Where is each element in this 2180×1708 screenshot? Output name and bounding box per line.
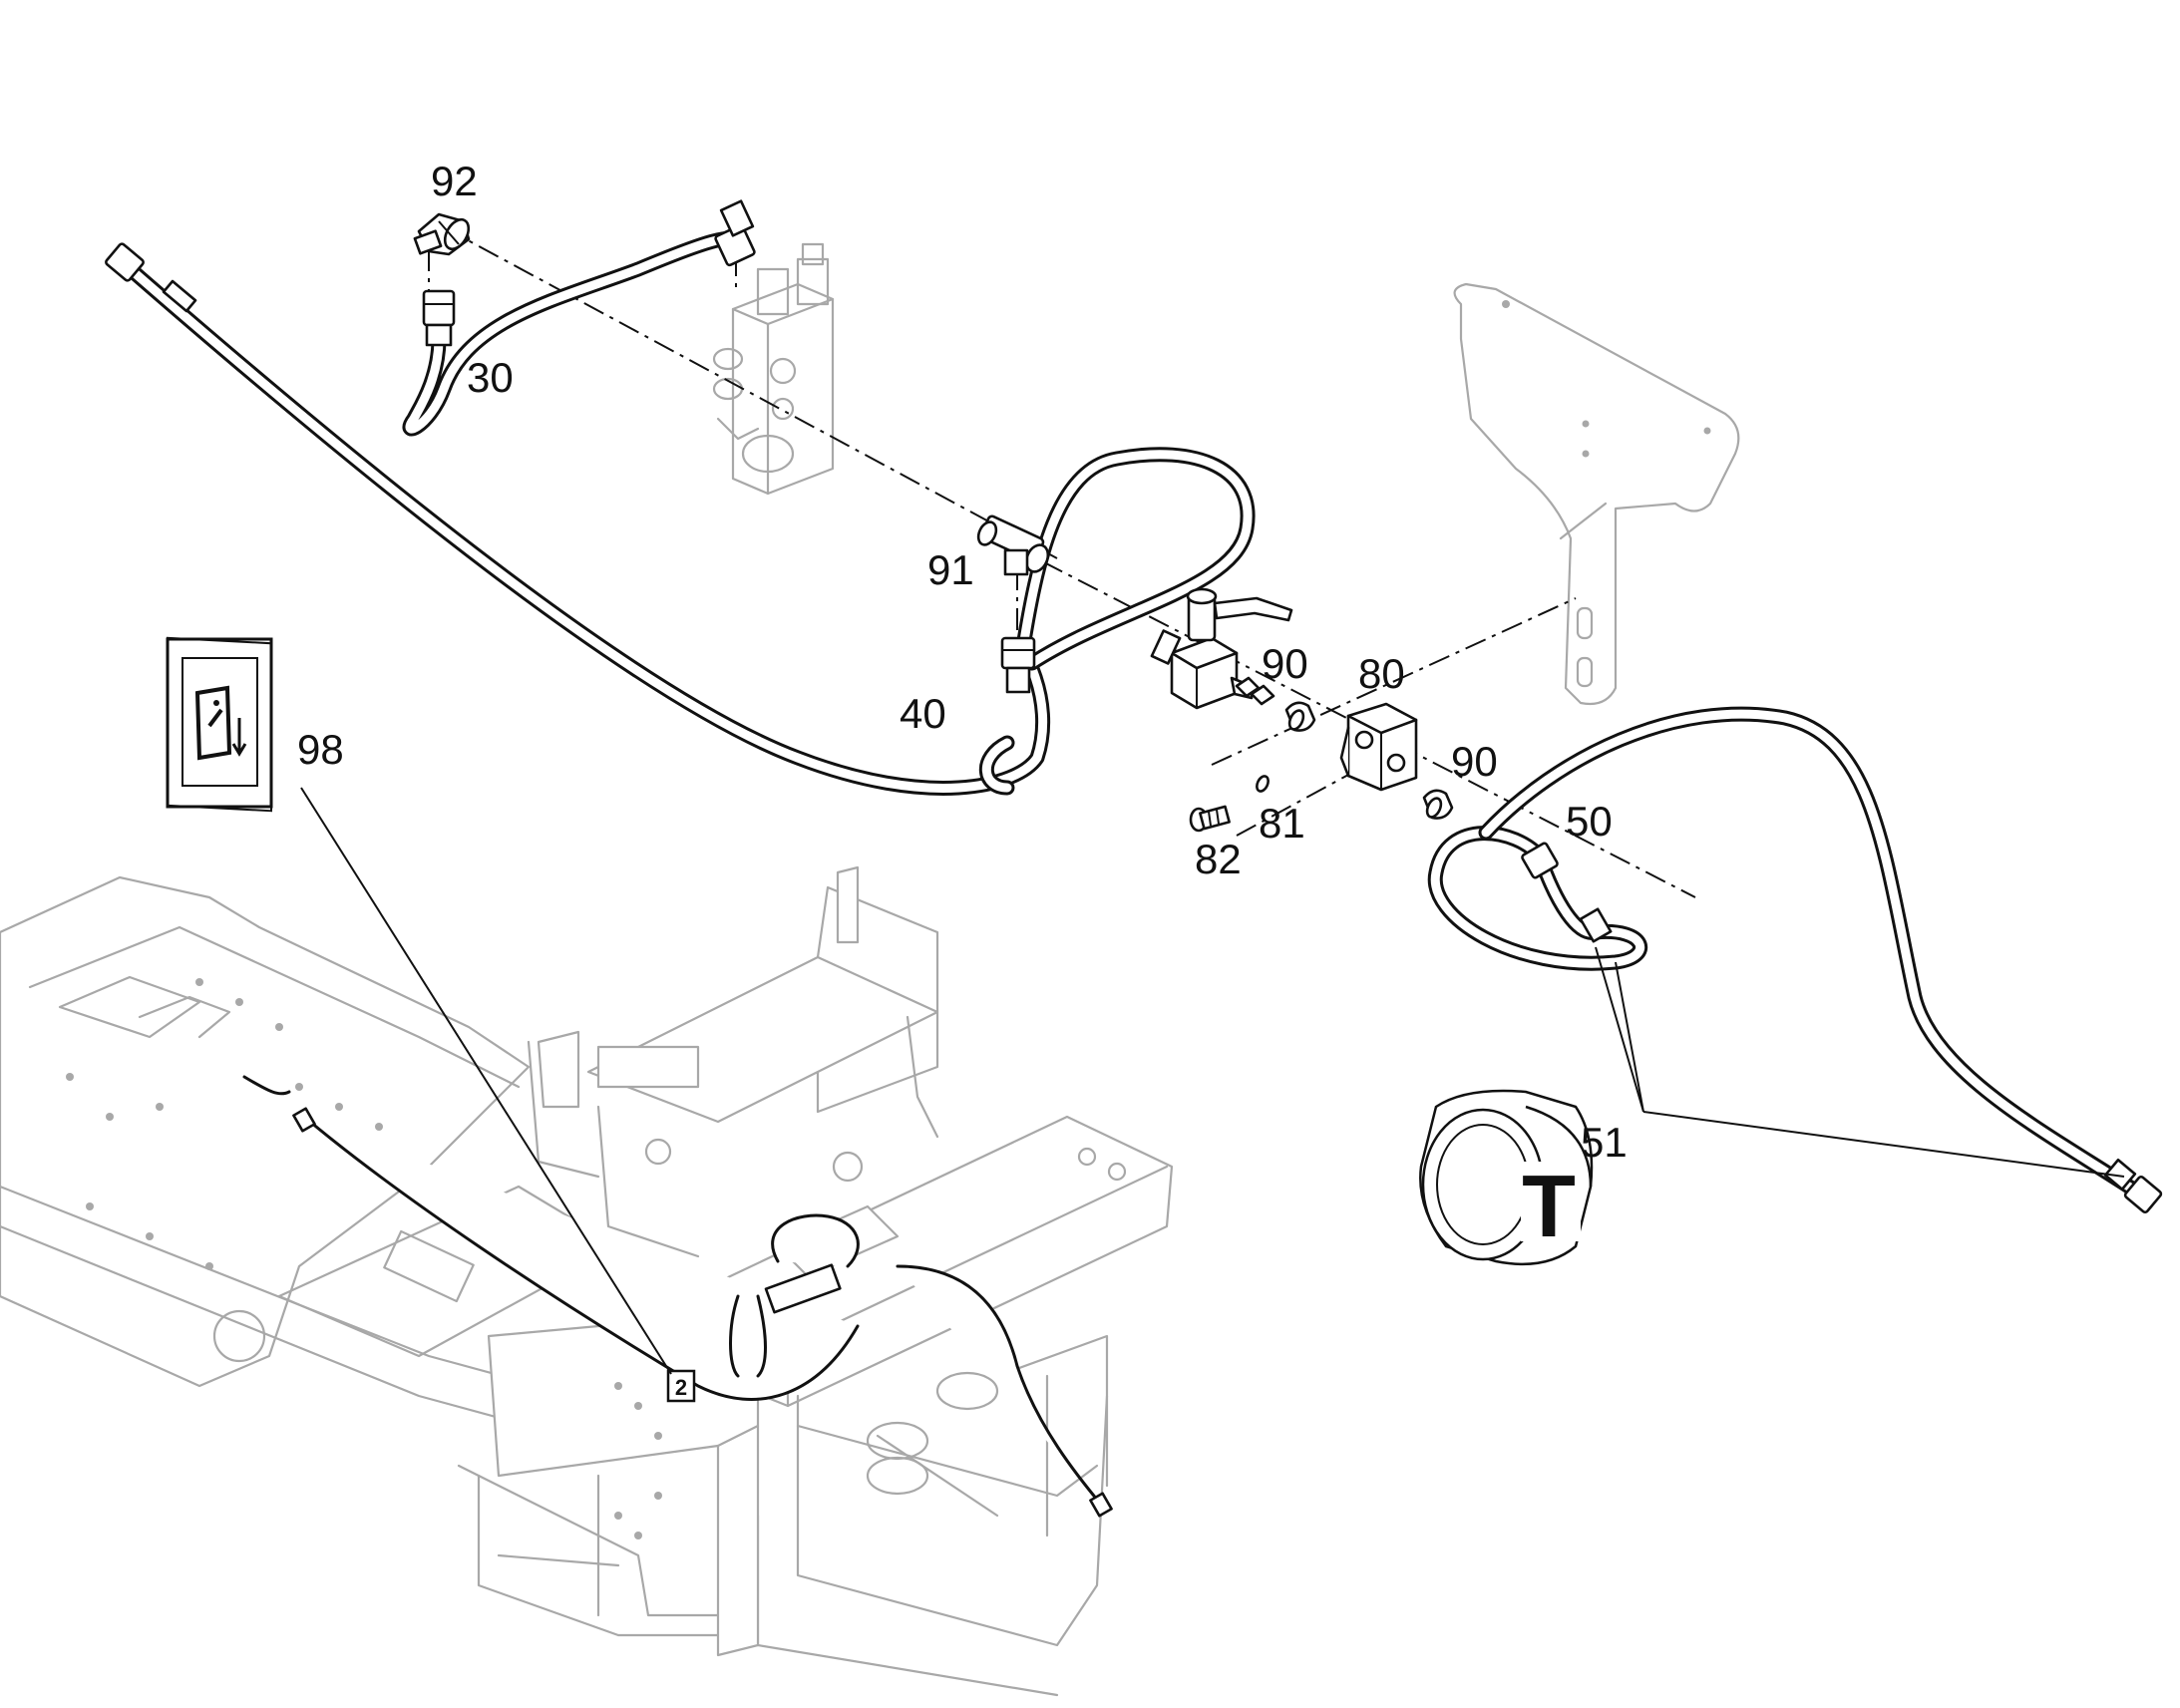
decal-small-label: 2 (675, 1375, 687, 1400)
decal-98-on-machine: 2 (666, 1369, 696, 1403)
elbow-fitting-92 (413, 212, 471, 256)
callout-91: 91 (927, 546, 974, 593)
callout-81: 81 (1259, 800, 1305, 847)
hose-30 (402, 230, 751, 437)
valve-block-ghost (712, 242, 835, 496)
callout-98: 98 (297, 726, 344, 773)
callouts: 92 30 91 40 90 80 98 90 81 82 50 51 (297, 158, 1628, 1166)
callout-90-upper: 90 (1262, 640, 1308, 687)
callout-50: 50 (1566, 798, 1613, 845)
callout-30: 30 (467, 354, 514, 401)
ball-valve (1150, 587, 1293, 710)
bracket-80 (1339, 702, 1418, 792)
tee-fitting-91 (976, 514, 1050, 576)
manual-info-icon (194, 685, 247, 761)
hose-40-end (105, 242, 197, 313)
callout-82: 82 (1195, 836, 1242, 882)
bolt-82 (1189, 805, 1231, 833)
callout-80: 80 (1358, 650, 1405, 697)
clip-90-upper (1284, 701, 1316, 732)
thread-tape-51: T (1419, 1089, 1594, 1266)
callout-92: 92 (431, 158, 478, 204)
callout-51: 51 (1581, 1119, 1628, 1166)
hose-30-fittings (422, 199, 756, 347)
hose-50-fittings (1521, 842, 2163, 1214)
washer-81 (1256, 775, 1270, 793)
machine-hoses (242, 1075, 1113, 1518)
clip-90-lower (1422, 789, 1454, 820)
machine-frame-ghost (0, 865, 1174, 1697)
leader-lines (300, 787, 2125, 1375)
hose-40-tee-fittings (1000, 636, 1036, 694)
callout-40: 40 (900, 690, 946, 737)
mount-bracket-ghost (1453, 282, 1740, 706)
tape-letter: T (1522, 1157, 1576, 1255)
decal-98 (166, 636, 273, 813)
callout-90-lower: 90 (1451, 738, 1498, 785)
